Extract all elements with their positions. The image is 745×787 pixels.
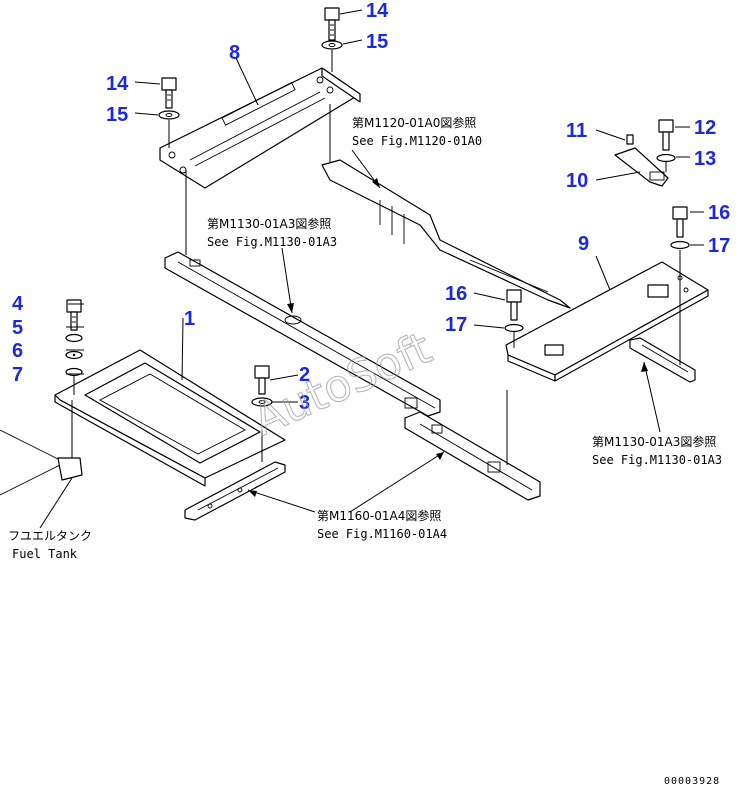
bolt-12 [658, 119, 674, 151]
bolt-16-right [672, 206, 688, 238]
ref-m1160-jp: 第M1160-01A4図参照 [317, 508, 441, 523]
washer-13 [656, 153, 676, 163]
fuel-tank-en: Fuel Tank [12, 547, 78, 561]
bolt-16-center [506, 289, 522, 321]
bolt-14-top [324, 7, 340, 41]
frame-m1120 [321, 159, 571, 309]
bracket-m1160 [184, 461, 286, 521]
washer-15-left [158, 110, 180, 120]
lower-member [404, 390, 541, 501]
washer-15-top [321, 40, 343, 50]
reference-arrows [39, 149, 661, 529]
callout-6: 6 [12, 340, 23, 362]
callout-12: 12 [694, 117, 716, 139]
crossmember-m1130 [164, 251, 441, 417]
callout-11: 11 [566, 120, 587, 142]
callout-3: 3 [299, 392, 310, 414]
ref-m1160-en: See Fig.M1160-01A4 [317, 527, 447, 541]
bolt-14-left [161, 77, 177, 109]
washer-6 [65, 350, 83, 360]
callout-9: 9 [578, 233, 589, 255]
callout-17-center: 17 [445, 314, 467, 336]
ref-m1130-right-en: See Fig.M1130-01A3 [592, 453, 722, 467]
callout-1: 1 [184, 308, 195, 330]
bracket-right-m1130 [629, 250, 696, 383]
bracket-part-8 [159, 67, 361, 255]
plate-part-9 [505, 261, 709, 382]
callout-leaders [66, 9, 704, 403]
callout-2: 2 [299, 364, 310, 386]
ref-m1130-top-jp: 第M1130-01A3図参照 [207, 216, 331, 231]
callout-13: 13 [694, 148, 716, 170]
callout-16-center: 16 [445, 283, 467, 305]
cover-part-1 [54, 349, 286, 487]
drawing-code: 00003928 [664, 776, 720, 787]
callout-5: 5 [12, 317, 23, 339]
fuel-tank-jp: フユエルタンク [8, 529, 92, 543]
ref-m1120-en: See Fig.M1120-01A0 [352, 134, 482, 148]
ref-m1120-jp: 第M1120-01A0図参照 [352, 115, 476, 130]
callout-16-right: 16 [708, 202, 730, 224]
reference-labels: 第M1120-01A0図参照 See Fig.M1120-01A0 第M1130… [8, 115, 722, 561]
clip-part-11 [626, 134, 634, 145]
callout-14-top: 14 [366, 0, 389, 22]
washer-3 [251, 397, 273, 407]
callout-15-top: 15 [366, 31, 388, 53]
callout-numbers: 14 15 8 14 15 11 12 13 10 16 9 17 16 4 1… [12, 0, 730, 414]
ref-m1130-top-en: See Fig.M1130-01A3 [207, 235, 337, 249]
washer-17-center [504, 323, 524, 333]
callout-10: 10 [566, 170, 588, 192]
bolt-2 [254, 365, 270, 395]
callout-17-right: 17 [708, 235, 730, 257]
callout-14-left: 14 [106, 73, 129, 95]
callout-7: 7 [12, 364, 23, 386]
callout-4: 4 [12, 293, 24, 315]
fuel-tank-outline [0, 429, 83, 496]
washer-5 [65, 333, 83, 343]
bolt-4 [66, 299, 82, 331]
bracket-part-10 [614, 147, 669, 187]
callout-8: 8 [229, 42, 240, 64]
callout-15-left: 15 [106, 104, 128, 126]
ref-m1130-right-jp: 第M1130-01A3図参照 [592, 434, 716, 449]
washer-17-right [670, 240, 690, 250]
